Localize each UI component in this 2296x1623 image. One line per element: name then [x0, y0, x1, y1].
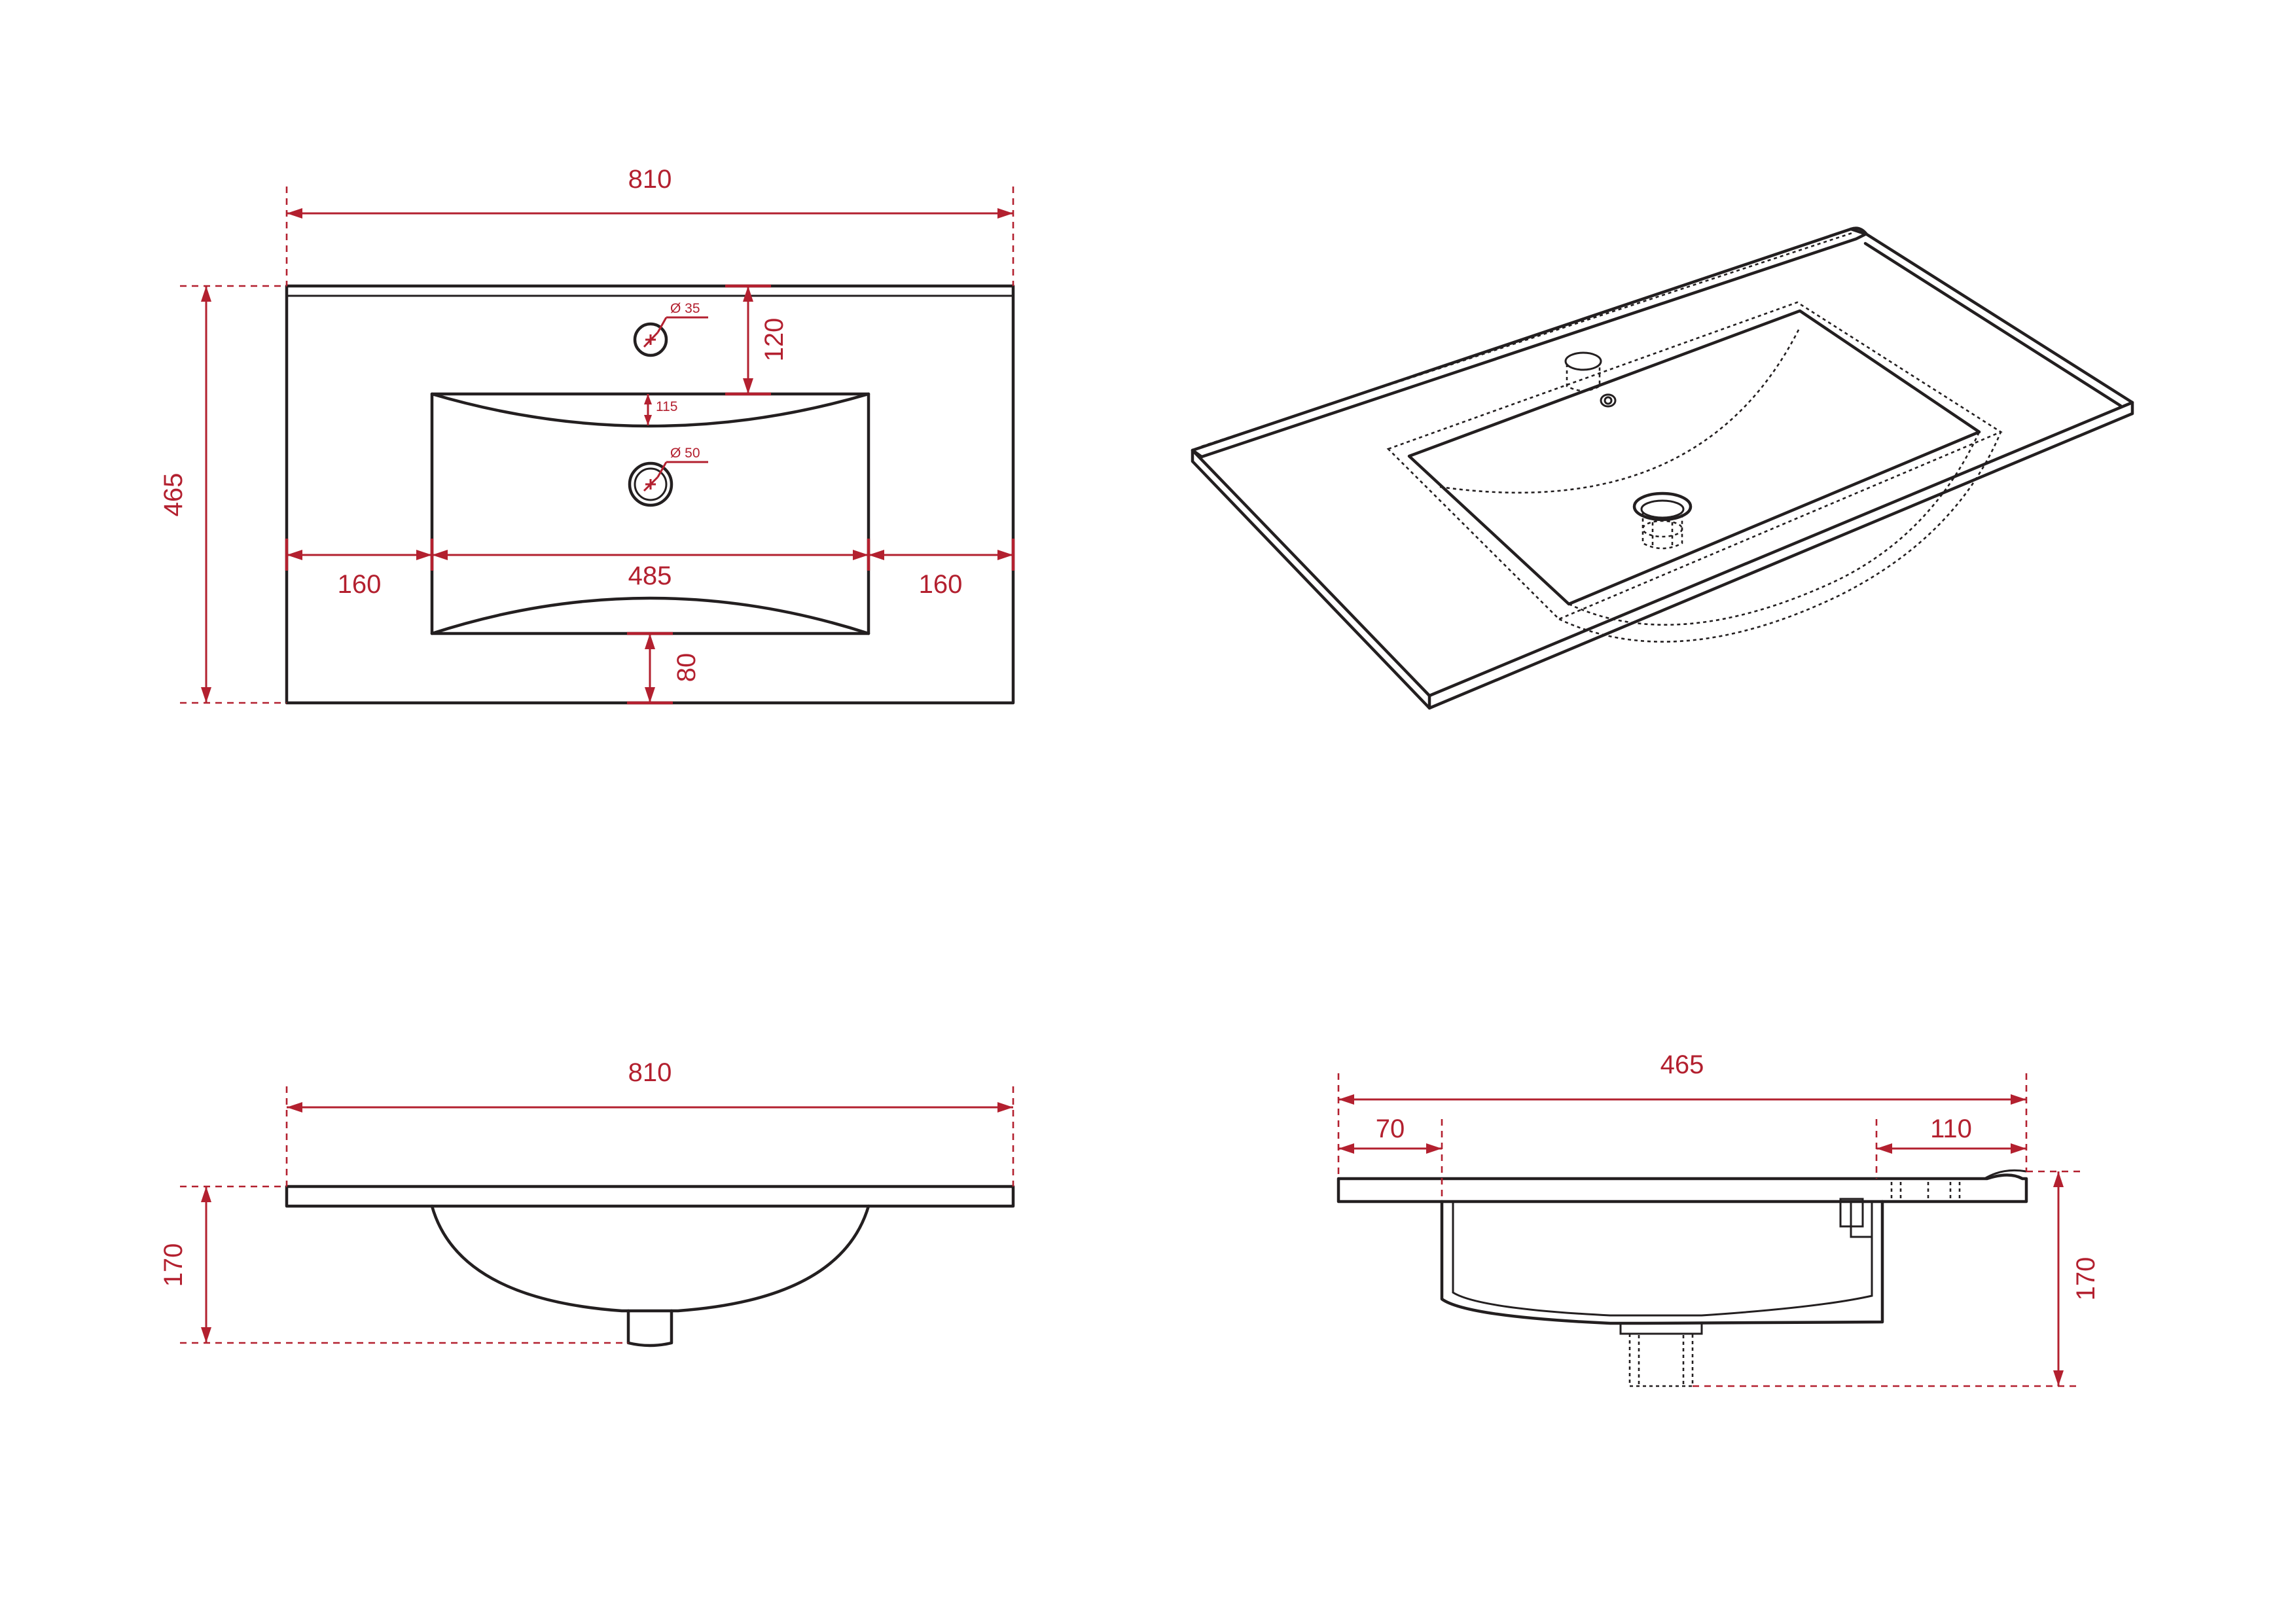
isometric-view [1191, 226, 2134, 710]
front-view-bowl [430, 1204, 870, 1313]
side-view: 465 70 110 170 [1336, 1050, 2100, 1387]
front-view-drain [626, 1309, 673, 1347]
tap-offset-label: 120 [760, 318, 789, 362]
iso-countertop-top [1191, 227, 2134, 698]
drain-hole-icon [628, 461, 673, 507]
front-margin-label: 80 [672, 653, 701, 683]
front-view-width-label: 810 [628, 1058, 672, 1087]
side-view-bowl [1440, 1200, 1884, 1325]
side-view-overflow-slots [1839, 1182, 1961, 1228]
side-view-countertop [1336, 1173, 2028, 1204]
iso-back-ledge [1191, 226, 1869, 459]
iso-countertop-front-edge [1191, 401, 2134, 710]
top-view-width-label: 810 [628, 165, 672, 194]
iso-bowl-under-hidden [1568, 431, 1981, 626]
tap-hole-icon [633, 322, 668, 357]
bowl-width-label: 485 [628, 562, 672, 590]
front-view: 810 170 [159, 1058, 1015, 1347]
side-view-front-offset-label: 70 [1376, 1115, 1405, 1143]
side-view-overflow [1850, 1202, 1872, 1238]
left-margin-label: 160 [338, 570, 382, 599]
iso-tap-hole-icon [1564, 351, 1617, 408]
iso-drain-icon [1632, 491, 1693, 550]
side-view-height-label: 170 [2072, 1257, 2100, 1301]
iso-bowl-back-curve [1439, 327, 1801, 494]
top-view-bowl-back-curve [430, 392, 870, 428]
top-view: 810 465 120 115 Ø 35 Ø 50 [159, 165, 1015, 705]
side-view-back-offset-label: 110 [1930, 1115, 1972, 1143]
tap-hole-diameter-label: Ø 35 [670, 301, 700, 316]
bowl-curve-label: 115 [656, 399, 677, 414]
side-view-drain [1619, 1323, 1703, 1335]
side-view-depth-label: 465 [1660, 1050, 1704, 1079]
front-view-countertop [285, 1185, 1015, 1208]
iso-bowl-rim [1407, 309, 1981, 606]
front-view-height-label: 170 [159, 1243, 188, 1287]
top-view-depth-label: 465 [159, 473, 188, 517]
right-margin-label: 160 [919, 570, 963, 599]
top-view-bowl-front-curve [430, 596, 870, 635]
drain-diameter-label: Ø 50 [670, 446, 700, 461]
